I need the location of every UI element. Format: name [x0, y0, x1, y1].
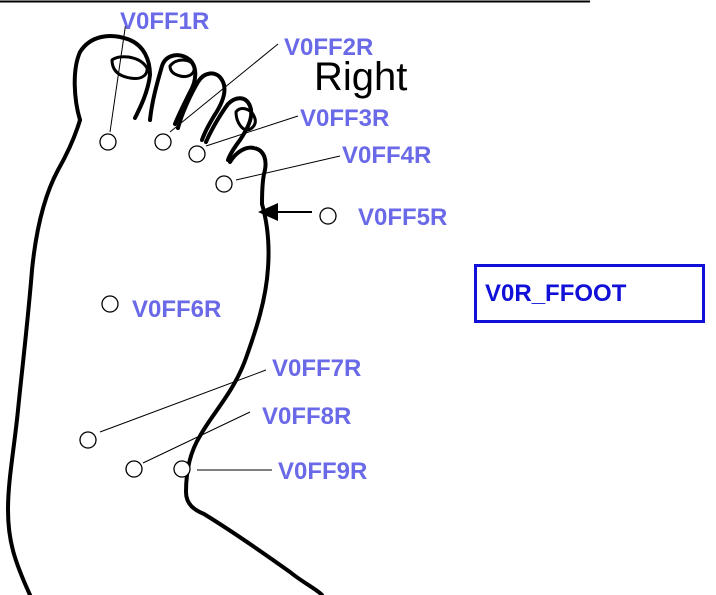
point-label-v0ff4r: V0FF4R: [342, 142, 431, 169]
leader-line-8: [142, 411, 251, 464]
point-marker-v0ff2r[interactable]: [154, 133, 172, 151]
point-label-v0ff2r: V0FF2R: [284, 34, 373, 61]
point-label-v0ff1r: V0FF1R: [120, 8, 209, 35]
arrow-pointer: [258, 203, 312, 221]
point-marker-v0ff3r[interactable]: [188, 145, 206, 163]
leader-line-3: [205, 115, 299, 147]
leader-line-2: [169, 43, 279, 133]
point-marker-v0ff5r[interactable]: [319, 207, 337, 225]
point-marker-v0ff8r[interactable]: [125, 460, 143, 478]
leader-line-7: [99, 369, 267, 433]
point-label-v0ff9r: V0FF9R: [278, 458, 367, 485]
leader-lines: [99, 21, 341, 471]
point-markers: [79, 133, 337, 478]
point-marker-v0ff9r[interactable]: [173, 460, 191, 478]
point-marker-v0ff1r[interactable]: [99, 133, 117, 151]
point-label-v0ff3r: V0FF3R: [300, 105, 389, 132]
point-marker-v0ff6r[interactable]: [101, 295, 119, 313]
region-label: V0R_FFOOT: [485, 279, 627, 307]
foot-outline: [6, 34, 324, 595]
region-label-box: V0R_FFOOT: [474, 264, 705, 323]
leader-line-1: [109, 21, 127, 133]
point-label-v0ff7r: V0FF7R: [272, 355, 361, 382]
point-marker-v0ff4r[interactable]: [215, 175, 233, 193]
side-label: Right: [314, 55, 407, 99]
point-label-v0ff5r: V0FF5R: [358, 204, 447, 231]
point-marker-v0ff7r[interactable]: [79, 431, 97, 449]
leader-line-4: [235, 155, 341, 181]
point-label-v0ff8r: V0FF8R: [262, 403, 351, 430]
point-label-v0ff6r: V0FF6R: [132, 296, 221, 323]
point-labels: V0FF1R V0FF2R V0FF3R V0FF4R V0FF5R V0FF6…: [120, 8, 447, 485]
